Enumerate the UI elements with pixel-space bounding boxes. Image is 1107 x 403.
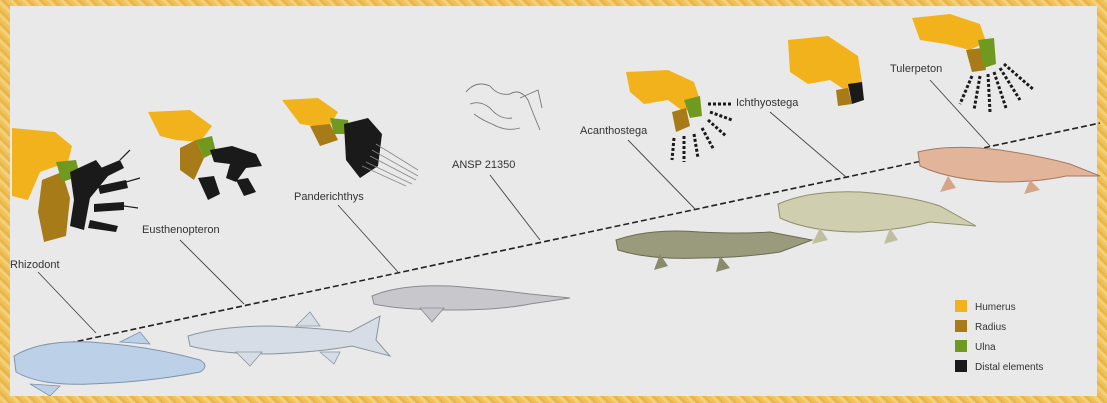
animal-acanthostega <box>616 231 812 272</box>
animal-tulerpeton <box>918 147 1100 194</box>
limb-ichthyostega <box>788 36 864 106</box>
connector-panderichthys <box>338 205 398 272</box>
label-acanthostega: Acanthostega <box>580 125 648 137</box>
legend-label-humerus: Humerus <box>975 302 1016 313</box>
connector-acanthostega <box>628 140 696 210</box>
label-eusthenopteron: Eusthenopteron <box>142 224 220 236</box>
legend-swatch-radius <box>955 320 967 332</box>
limb-rhizodont <box>12 128 140 242</box>
limb-acanthostega <box>626 70 732 162</box>
label-tulerpeton: Tulerpeton <box>890 63 942 75</box>
legend-label-ulna: Ulna <box>975 342 996 353</box>
limb-panderichthys <box>282 98 418 186</box>
animal-panderichthys <box>372 286 570 322</box>
connector-ichthyostega <box>770 112 846 177</box>
limb-eusthenopteron <box>148 110 262 200</box>
legend-swatch-ulna <box>955 340 967 352</box>
label-panderichthys: Panderichthys <box>294 191 364 203</box>
animal-rhizodont <box>14 332 205 396</box>
limb-ansp <box>466 84 542 130</box>
label-ansp: ANSP 21350 <box>452 159 515 171</box>
connector-eusthenopteron <box>180 240 244 304</box>
connector-tulerpeton <box>930 80 990 146</box>
legend-swatch-humerus <box>955 300 967 312</box>
label-ichthyostega: Ichthyostega <box>736 97 799 109</box>
legend-label-distal: Distal elements <box>975 362 1043 373</box>
animal-ichthyostega <box>778 192 976 244</box>
label-rhizodont: Rhizodont <box>10 259 60 271</box>
legend: Humerus Radius Ulna Distal elements <box>955 300 1043 373</box>
legend-label-radius: Radius <box>975 322 1006 333</box>
legend-swatch-distal <box>955 360 967 372</box>
connector-rhizodont <box>38 272 96 333</box>
animal-eusthenopteron <box>188 312 390 366</box>
connector-ansp <box>490 175 540 240</box>
